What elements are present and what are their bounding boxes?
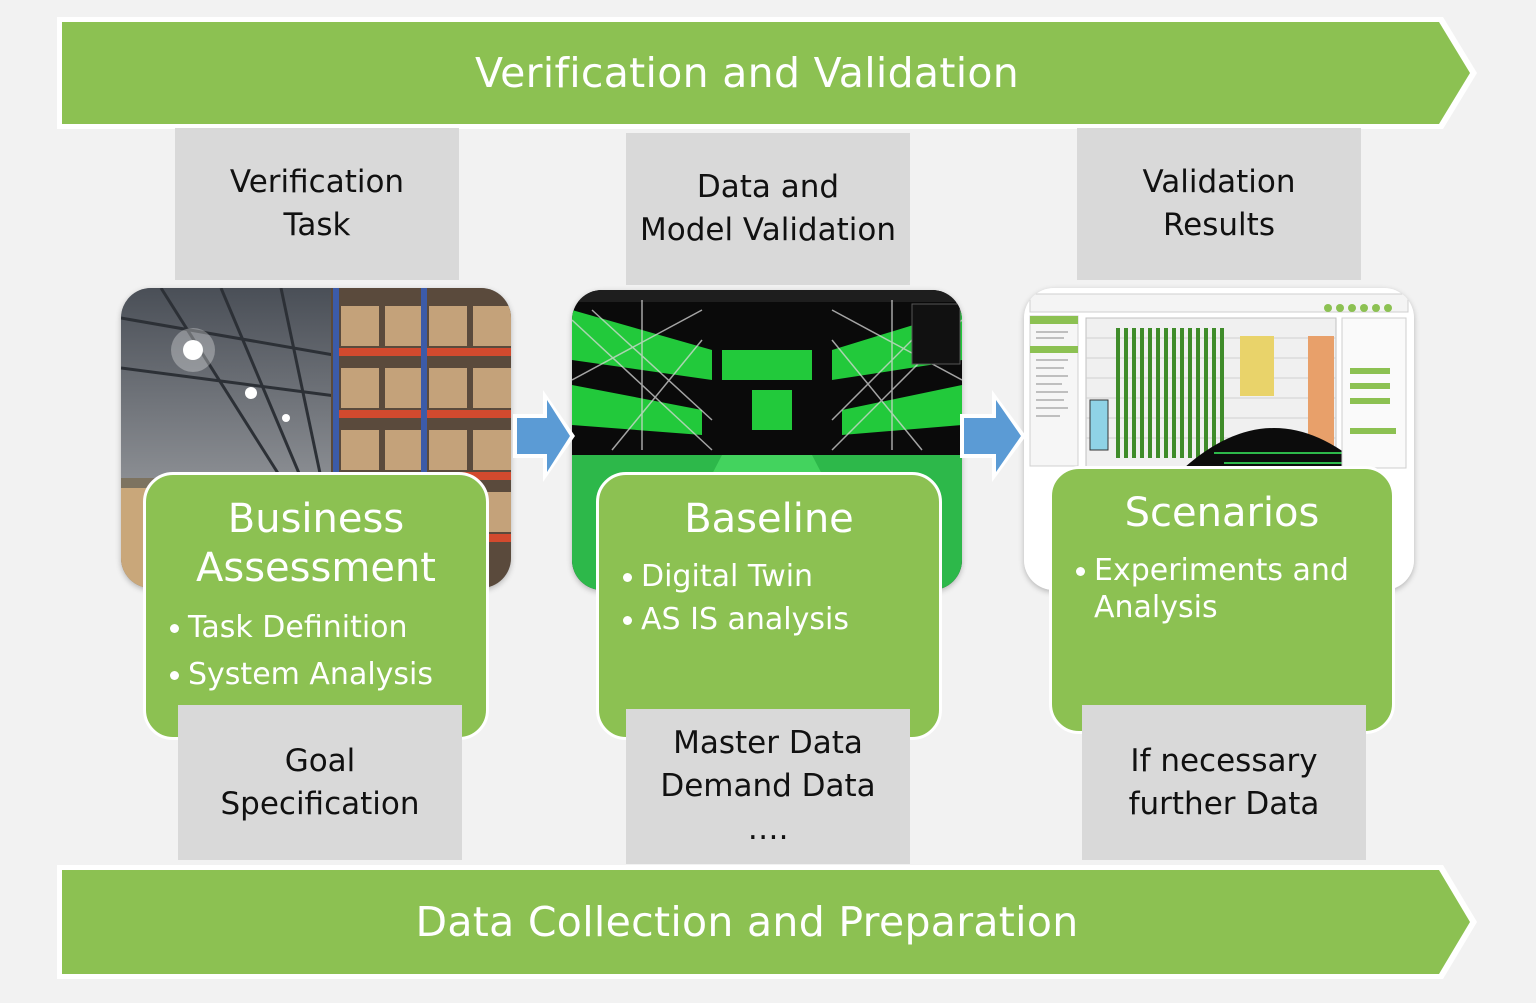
bottom-box-line: Master Data [673,725,863,762]
top-box-line: Validation [1142,164,1296,201]
card-business-assessment: Business Assessment Task Definition Syst… [143,472,489,740]
bullet-dot-icon [623,616,632,626]
card-baseline: Baseline Digital Twin AS IS analysis [596,472,942,740]
card-scenarios: Scenarios Experiments and Analysis [1049,466,1395,734]
card-bullet-text: Task Definition [188,609,408,645]
card-bullet-list: Digital Twin AS IS analysis [621,558,939,639]
top-box-verification-task: Verification Task [175,128,459,280]
top-box-line: Data and [696,169,840,206]
card-bullet-text: System Analysis [188,657,434,693]
card-title: Scenarios [1052,489,1392,538]
top-box-validation-results: Validation Results [1077,128,1361,280]
bottom-box-line: If necessary [1130,742,1318,779]
card-bullet-text: Experiments and Analysis [1094,552,1349,626]
top-box-line: Task [283,207,351,243]
card-title: Baseline [599,495,939,544]
card-bullet: Experiments and Analysis [1074,552,1364,627]
card-title: Business Assessment [146,495,486,593]
bottom-box-goal-specification: Goal Specification [178,705,462,860]
bottom-box-line: Goal [284,742,356,779]
arrow-right-icon [513,390,575,482]
card-bullet-text: Digital Twin [641,558,814,594]
bottom-box-line: further Data [1128,785,1320,822]
arrow-right-icon [960,390,1026,482]
bottom-banner-shape [57,865,1477,979]
top-box-line: Results [1163,207,1275,243]
bottom-banner-arrow: Data Collection and Preparation [57,865,1477,979]
bullet-dot-icon [623,572,632,582]
top-box-data-model-validation: Data and Model Validation [626,133,910,285]
bullet-dot-icon [1076,566,1085,576]
card-title-line: Baseline [684,496,854,542]
top-box-line: Model Validation [639,212,896,248]
top-banner-label: Verification and Validation [474,49,1020,97]
top-banner-shape [57,17,1477,129]
bottom-box-further-data: If necessary further Data [1082,705,1366,860]
card-bullet: System Analysis [168,656,486,694]
bottom-box-master-demand-data: Master Data Demand Data …. [626,709,910,864]
card-bullet-text: AS IS analysis [641,602,849,638]
bottom-box-line: Demand Data [660,768,876,805]
card-bullet: Digital Twin [621,558,939,596]
bottom-banner-label: Data Collection and Preparation [415,898,1079,946]
bottom-box-line: …. [747,810,789,847]
card-bullet: AS IS analysis [621,601,939,639]
card-title-line: Scenarios [1124,490,1320,536]
top-banner-arrow: Verification and Validation [57,17,1477,129]
card-bullet-list: Experiments and Analysis [1074,552,1364,627]
card-title-line: Business [227,496,405,542]
card-bullet: Task Definition [168,609,486,647]
top-box-line: Verification [229,164,405,201]
card-title-line: Assessment [196,544,436,591]
bullet-dot-icon [170,623,179,633]
card-bullet-list: Task Definition System Analysis [168,609,486,694]
bottom-box-line: Specification [220,785,420,822]
bullet-dot-icon [170,671,179,681]
